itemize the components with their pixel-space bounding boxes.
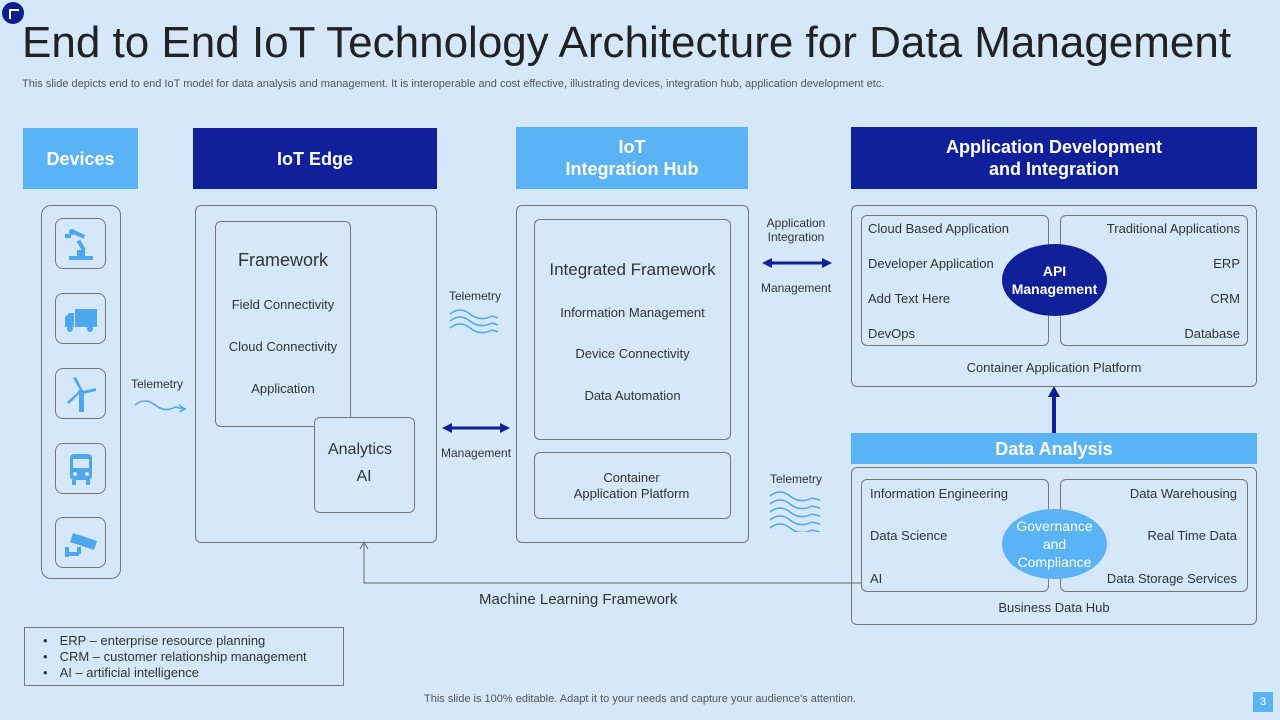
edge-framework-item: Cloud Connectivity <box>228 339 338 354</box>
business-data-hub-label: Business Data Hub <box>998 600 1110 615</box>
page-number: 3 <box>1253 692 1273 712</box>
robot-arm-icon <box>55 218 106 269</box>
footer-note: This slide is 100% editable. Adapt it to… <box>424 693 856 705</box>
app-dev-right-item: ERP <box>1213 256 1240 271</box>
data-analysis-right-item: Data Warehousing <box>1129 486 1237 501</box>
hub-framework-item: Device Connectivity <box>575 346 690 361</box>
hub-container-line1: Container <box>603 470 660 485</box>
legend-item: CRM – customer relationship management <box>43 649 325 665</box>
truck-icon <box>55 293 106 344</box>
edge-framework-title: Framework <box>237 250 328 270</box>
app-dev-header-line1: Application Development <box>945 137 1163 157</box>
integrated-framework-box <box>534 219 731 440</box>
edge-framework-item: Application <box>251 381 315 396</box>
hub-container-line2: Application Platform <box>573 486 690 501</box>
hub-container-box <box>534 452 731 519</box>
bus-icon <box>55 443 106 494</box>
edge-framework-item: Field Connectivity <box>231 297 335 312</box>
app-integration-arrow-icon <box>762 258 832 268</box>
integrated-framework-title: Integrated Framework <box>549 260 716 279</box>
app-integration-line2: Integration <box>767 230 825 244</box>
data-analysis-panel <box>851 467 1257 625</box>
page-subtitle: This slide depicts end to end IoT model … <box>22 78 885 90</box>
governance-line3: Compliance <box>1017 554 1092 570</box>
api-management-badge: API Management <box>1002 244 1107 316</box>
analytics-label: Analytics <box>327 441 393 458</box>
app-dev-left-item: Developer Application <box>868 256 994 271</box>
integration-hub-panel <box>516 205 749 543</box>
management-arrow-icon <box>442 423 510 433</box>
app-dev-right-item: CRM <box>1210 291 1240 306</box>
integration-hub-header: IoT Integration Hub <box>516 127 748 189</box>
logo-icon <box>2 2 24 24</box>
ml-framework-label: Machine Learning Framework <box>479 591 678 608</box>
app-dev-right-item: Traditional Applications <box>1106 221 1240 236</box>
data-analysis-header: Data Analysis <box>851 433 1257 464</box>
hub-framework-item: Data Automation <box>584 388 681 403</box>
devices-panel <box>41 205 121 579</box>
legend-item: AI – artificial intelligence <box>43 665 325 681</box>
legend-item: ERP – enterprise resource planning <box>43 633 325 649</box>
governance-line2: and <box>1042 536 1067 552</box>
app-dev-left-item: Add Text Here <box>868 291 951 306</box>
ai-label: AI <box>356 468 372 485</box>
edge-framework-box <box>215 221 351 427</box>
data-analysis-left-item: Information Engineering <box>870 486 1009 501</box>
iot-edge-panel <box>195 205 437 543</box>
integration-hub-header-line2: Integration Hub <box>565 159 699 179</box>
management-label-edge: Management <box>441 446 512 460</box>
telemetry-wave-icon <box>134 400 187 413</box>
data-analysis-right-item: Real Time Data <box>1147 528 1237 543</box>
governance-line1: Governance <box>1016 518 1093 534</box>
hub-framework-item: Information Management <box>560 305 705 320</box>
telemetry-label-devices: Telemetry <box>131 377 184 391</box>
app-dev-right-item: Database <box>1184 326 1240 341</box>
devices-header: Devices <box>23 128 138 189</box>
app-dev-header: Application Development and Integration <box>851 127 1257 189</box>
data-analysis-right-item: Data Storage Services <box>1106 571 1237 586</box>
wind-turbine-icon <box>55 368 106 419</box>
api-management-line1: API <box>1042 263 1067 279</box>
data-analysis-left-item: Data Science <box>870 528 948 543</box>
telemetry-label-edge: Telemetry <box>449 289 502 303</box>
app-dev-left-item: Cloud Based Application <box>868 221 1009 236</box>
telemetry-label-hub: Telemetry <box>770 472 823 486</box>
app-dev-left-item: DevOps <box>868 326 915 341</box>
up-arrow-icon <box>1048 386 1060 434</box>
app-dev-header-line2: and Integration <box>989 159 1119 179</box>
integration-hub-header-line1: IoT <box>618 137 646 157</box>
governance-badge: Governance and Compliance <box>1002 509 1107 579</box>
analytics-box <box>314 417 415 513</box>
page-title: End to End IoT Technology Architecture f… <box>22 18 1232 67</box>
app-integration-line1: Application <box>766 216 826 230</box>
data-analysis-left-item: AI <box>870 571 883 586</box>
iot-edge-header: IoT Edge <box>193 128 437 189</box>
ml-feedback-arrow-icon <box>359 540 861 584</box>
telemetry-wave-icon <box>449 309 499 334</box>
telemetry-wave-icon <box>769 491 821 532</box>
api-management-line2: Management <box>1011 281 1098 297</box>
management-label-app: Management <box>761 281 832 295</box>
abbreviation-legend: ERP – enterprise resource planning CRM –… <box>24 627 344 686</box>
container-app-platform-label: Container Application Platform <box>966 360 1142 375</box>
security-camera-icon <box>55 517 106 568</box>
